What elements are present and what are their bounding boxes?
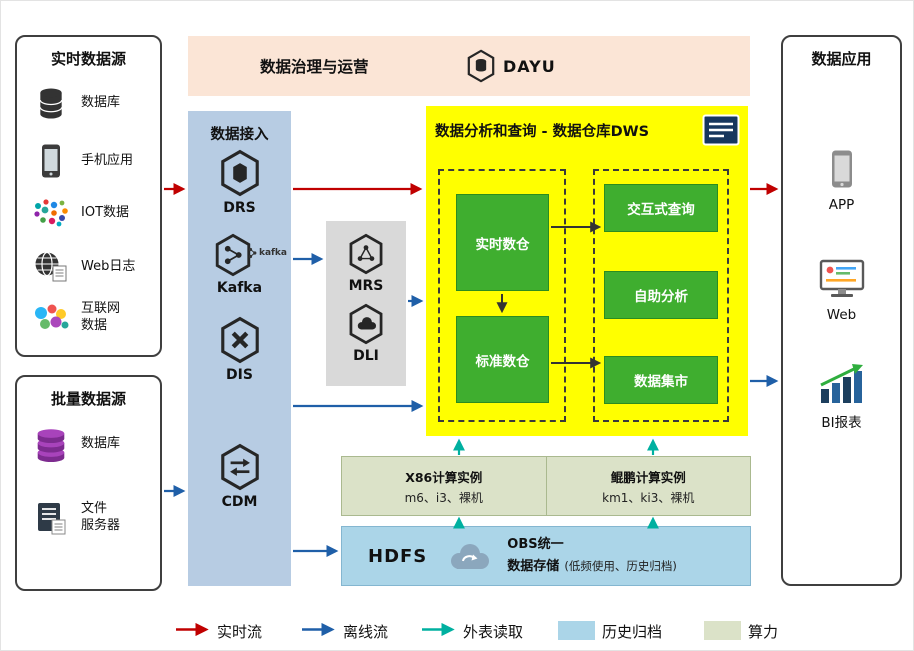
realtime-sources-title: 实时数据源 [50, 50, 126, 68]
legend-compute-label: 算力 [748, 623, 779, 641]
legend-archive-label: 历史归档 [602, 623, 663, 641]
data-access-title: 数据接入 [210, 127, 269, 143]
web-monitor-icon [819, 259, 864, 297]
obs-text-block: OBS统一 数据存储 (低频使用、历史归档) [507, 536, 677, 575]
realtime-warehouse-box: 实时数仓 [456, 194, 549, 291]
report-icon [702, 114, 740, 146]
source-item-label: 互联网 数据 [81, 301, 121, 333]
app-item-bi: BI报表 [783, 363, 900, 431]
service-label: Kafka [216, 280, 263, 296]
hdfs-label: HDFS [368, 545, 428, 567]
service-label: DLI [353, 348, 379, 364]
database-stack-icon [29, 425, 73, 463]
drs-icon [220, 149, 259, 197]
governance-banner: 数据治理与运营 DAYU [188, 36, 750, 96]
batch-sources-panel: 批量数据源 数据库 文件 服务器 [15, 375, 162, 591]
internet-data-icon [29, 302, 73, 334]
kunpeng-compute-title: 鲲鹏计算实例 [610, 469, 686, 485]
app-item-label: BI报表 [821, 415, 862, 431]
x86-compute-subtitle: m6、i3、裸机 [404, 490, 483, 505]
legend-offline-label: 离线流 [343, 623, 389, 641]
data-apps-title: 数据应用 [811, 50, 872, 68]
data-mart-box: 数据集市 [604, 356, 718, 404]
service-label: MRS [348, 278, 384, 294]
warehouse-group [438, 169, 566, 422]
dws-panel: 数据分析和查询 - 数据仓库DWS 实时数仓 标准数仓 交互式查询 自助分析 数… [426, 106, 748, 436]
realtime-sources-panel: 实时数据源 数据库 手机应用 [15, 35, 162, 357]
legend-realtime-arrow [176, 623, 209, 636]
dli-icon [349, 303, 383, 345]
service-mrs: MRS [326, 233, 406, 294]
source-item-web-log: Web日志 [29, 251, 154, 283]
source-item-label: Web日志 [81, 258, 136, 274]
source-item-label: 手机应用 [81, 152, 134, 168]
legend-external-read-arrow [422, 623, 455, 636]
source-item-internet-data: 互联网 数据 [29, 301, 154, 335]
source-item-label: 文件 服务器 [81, 501, 121, 533]
dayu-icon [467, 49, 495, 83]
source-item-batch-database: 数据库 [29, 425, 154, 463]
service-dli: DLI [326, 303, 406, 364]
dws-title: 数据分析和查询 - 数据仓库DWS [435, 124, 650, 140]
dayu-logo: DAYU [466, 49, 556, 83]
storage-box: HDFS OBS统一 数据存储 (低频使用、历史归档) [341, 526, 751, 586]
source-item-label: 数据库 [81, 435, 121, 451]
source-item-label: IOT数据 [81, 204, 130, 220]
kunpeng-compute-cell: 鲲鹏计算实例 km1、ki3、裸机 [545, 457, 751, 515]
legend-realtime-label: 实时流 [217, 623, 263, 641]
kafka-badge: kafka [248, 247, 287, 259]
service-label: DIS [226, 367, 253, 383]
legend-archive-swatch [558, 621, 595, 640]
source-item-iot: IOT数据 [29, 197, 154, 229]
obs-line1: OBS统一 [507, 537, 564, 553]
big-data-services-box: MRS DLI [326, 221, 406, 386]
kafka-logo-icon [248, 247, 257, 259]
data-apps-panel: 数据应用 APP Web [781, 35, 902, 586]
service-label: DRS [223, 200, 256, 216]
legend-compute-swatch [704, 621, 741, 640]
cdm-icon [220, 443, 259, 491]
batch-sources-title: 批量数据源 [50, 390, 126, 408]
source-item-file-server: 文件 服务器 [29, 501, 154, 535]
app-item-web: Web [783, 259, 900, 323]
app-item-app: APP [783, 149, 900, 213]
service-kafka: kafka Kafka [188, 233, 291, 296]
bi-chart-icon [819, 364, 863, 403]
app-item-label: APP [828, 197, 855, 213]
kafka-icon [215, 233, 250, 277]
iot-icon [29, 197, 73, 229]
service-drs: DRS [188, 149, 291, 216]
interactive-query-box: 交互式查询 [604, 184, 718, 232]
dis-icon [220, 316, 259, 364]
phone-icon [29, 143, 73, 179]
standard-warehouse-box: 标准数仓 [456, 316, 549, 403]
legend-external-read-label: 外表读取 [463, 623, 524, 641]
source-item-mobile-app: 手机应用 [29, 143, 154, 179]
source-item-label: 数据库 [81, 95, 121, 111]
compute-instances-box: X86计算实例 m6、i3、裸机 鲲鹏计算实例 km1、ki3、裸机 [341, 456, 751, 516]
x86-compute-title: X86计算实例 [405, 469, 483, 485]
dayu-label: DAYU [503, 56, 556, 76]
x86-compute-cell: X86计算实例 m6、i3、裸机 [342, 457, 546, 515]
app-item-label: Web [826, 307, 857, 323]
governance-title: 数据治理与运营 [260, 58, 369, 76]
obs-note: (低频使用、历史归档) [564, 558, 677, 573]
obs-cloud-icon [451, 544, 490, 569]
file-server-icon [29, 501, 73, 535]
service-label: CDM [221, 494, 258, 510]
app-phone-icon [831, 150, 852, 188]
obs-line2: 数据存储 [507, 558, 560, 574]
mrs-icon [349, 233, 383, 275]
database-icon [29, 87, 73, 120]
data-access-column: 数据接入 DRS kafka Kaf [188, 111, 291, 586]
kunpeng-compute-subtitle: km1、ki3、裸机 [602, 490, 695, 505]
kafka-badge-label: kafka [258, 248, 287, 258]
service-cdm: CDM [188, 443, 291, 510]
self-service-analysis-box: 自助分析 [604, 271, 718, 319]
source-item-database: 数据库 [29, 87, 154, 120]
analytics-group [593, 169, 729, 422]
service-dis: DIS [188, 316, 291, 383]
legend-offline-arrow [302, 623, 335, 636]
web-log-icon [29, 251, 73, 283]
